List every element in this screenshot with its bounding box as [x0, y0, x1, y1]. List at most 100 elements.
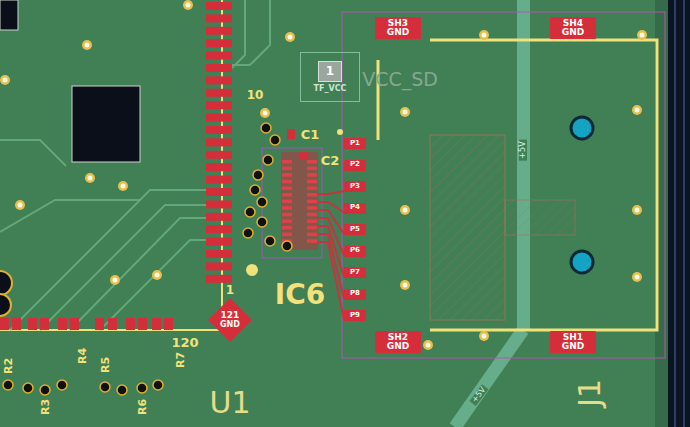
via-ring: [632, 272, 642, 282]
via-drill: [121, 184, 126, 189]
via-drill: [18, 203, 23, 208]
ic-pad: [282, 213, 292, 217]
through-via: [257, 217, 267, 227]
connector-silkscreen: [430, 40, 657, 330]
copper-trace: [318, 191, 344, 194]
test-point: 1TF_VCC: [300, 52, 360, 102]
ic-pad: [307, 200, 317, 204]
connector-pin-pad: P3: [344, 181, 366, 192]
board-edge: [668, 0, 690, 427]
ic-pad: [282, 173, 292, 177]
via-ring: [632, 205, 642, 215]
shield-pad: SH3GND: [375, 17, 421, 39]
via-ring: [0, 75, 10, 85]
via: [400, 280, 410, 290]
via-ring: [118, 181, 128, 191]
via-ring: [400, 280, 410, 290]
through-via: [23, 383, 33, 393]
ic-pad: [282, 186, 292, 190]
via-ring: [400, 107, 410, 117]
reference-designator: J1: [575, 379, 605, 407]
pad-label: P9: [350, 312, 360, 319]
pad-label: SH4: [563, 19, 583, 28]
via: [15, 200, 25, 210]
ic-pad: [307, 206, 317, 210]
via-ring: [423, 340, 433, 350]
via-drill: [403, 283, 408, 288]
via: [110, 275, 120, 285]
reference-designator: C2: [321, 154, 340, 167]
through-via: [243, 228, 253, 238]
via-drill: [186, 3, 191, 8]
via-drill: [640, 33, 645, 38]
via: [423, 340, 433, 350]
edge-line: [674, 0, 676, 427]
resistor-pad: [28, 318, 37, 330]
keepout-zone: [430, 135, 505, 320]
module-pad: [206, 176, 232, 184]
via-drill: [85, 43, 90, 48]
cutout: [0, 0, 18, 30]
capacitor-pad: [300, 152, 308, 160]
pad-label: P4: [350, 204, 360, 211]
via-ring: [632, 105, 642, 115]
via-drill: [288, 35, 293, 40]
module-pad: [206, 76, 232, 84]
reference-designator: IC6: [275, 281, 325, 309]
resistor-pad: [126, 318, 135, 330]
ic-pad: [282, 206, 292, 210]
through-via: [117, 385, 127, 395]
via-ring: [260, 108, 270, 118]
module-pad: [206, 89, 232, 97]
module-pad: [206, 151, 232, 159]
ic-pad: [307, 233, 317, 237]
resistor-pad: [0, 318, 9, 330]
pin1-marker: [337, 129, 343, 135]
pad-label: P6: [350, 247, 360, 254]
via: [632, 205, 642, 215]
via-ring: [15, 200, 25, 210]
through-via: [245, 207, 255, 217]
pin-number: 120: [171, 336, 198, 349]
ic-pad: [282, 180, 292, 184]
resistor-pad: [40, 318, 49, 330]
ic-pad: [307, 219, 317, 223]
net-label: +5V: [519, 139, 527, 160]
via: [400, 205, 410, 215]
via: [260, 108, 270, 118]
pin1-marker: [246, 264, 258, 276]
module-pad: [206, 2, 232, 10]
pad-label: 121: [221, 311, 240, 320]
signal-trace: [232, 0, 245, 68]
connector-pin-pad: P2: [344, 160, 366, 171]
through-hole: [0, 271, 12, 295]
resistor-pad: [164, 318, 173, 330]
resistor-pad: [12, 318, 21, 330]
pad-label: GND: [562, 342, 584, 351]
via-drill: [482, 33, 487, 38]
shield-pad: SH1GND: [550, 331, 596, 353]
via: [479, 331, 489, 341]
via: [0, 75, 10, 85]
module-pad: [206, 225, 232, 233]
power-trace: [455, 330, 523, 427]
through-via: [270, 135, 280, 145]
ic-pad: [307, 186, 317, 190]
via-ring: [82, 40, 92, 50]
via: [632, 272, 642, 282]
through-via: [263, 155, 273, 165]
ground-pad: 121GND: [208, 298, 252, 342]
connector-pin-pad: P1: [344, 138, 366, 149]
via: [400, 107, 410, 117]
pad-label: GND: [387, 342, 409, 351]
module-pad: [206, 101, 232, 109]
copper-trace: [318, 210, 344, 234]
via: [85, 173, 95, 183]
pad-label: TF_VCC: [314, 85, 347, 93]
via-drill: [635, 108, 640, 113]
signal-trace: [40, 205, 206, 330]
resistor-pad: [152, 318, 161, 330]
module-pad: [206, 188, 232, 196]
